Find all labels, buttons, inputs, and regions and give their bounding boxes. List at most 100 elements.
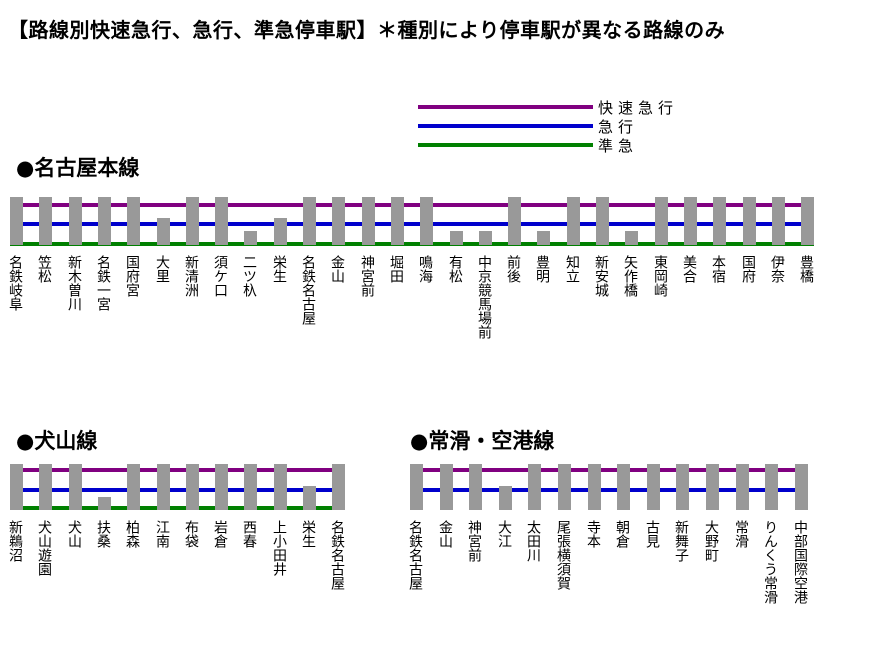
station-stop-bar (508, 197, 521, 245)
legend-swatch-express (418, 124, 593, 128)
station-name: 矢作橋 (622, 255, 638, 297)
station-name: 栄生 (300, 520, 316, 548)
station-name: 新安城 (593, 255, 609, 297)
station-stop-bar (69, 464, 82, 510)
station-name: 豊明 (534, 255, 550, 283)
station-name: 古見 (644, 520, 660, 548)
station-stop-bar (98, 197, 111, 245)
station-name: 上小田井 (271, 520, 287, 576)
station-stop-bar (625, 231, 638, 245)
station-name: 名鉄一宮 (95, 255, 111, 311)
station-name: 金山 (437, 520, 453, 548)
station-name: 中京競馬場前 (476, 255, 492, 339)
station-stop-bar (801, 197, 814, 245)
station-stop-bar (537, 231, 550, 245)
station-name: 神宮前 (466, 520, 482, 562)
station-name: 伊奈 (769, 255, 785, 283)
page-title: 【路線別快速急行、急行、準急停車駅】＊種別により停車駅が異なる路線のみ (8, 18, 726, 42)
legend-label-rapid-express: 快速急行 (598, 99, 679, 117)
station-stop-bar (127, 197, 140, 245)
station-name: 柏森 (124, 520, 140, 548)
station-name: 扶桑 (95, 520, 111, 548)
heading-tokoname-airport-line: ●常滑・空港線 (410, 429, 555, 453)
service-line-express (10, 488, 346, 492)
station-name: 東岡崎 (652, 255, 668, 297)
station-stop-bar (244, 231, 257, 245)
station-name: 豊橋 (798, 255, 814, 283)
station-name: 名鉄名古屋 (407, 520, 423, 590)
station-stop-bar (98, 497, 111, 510)
service-line-express (10, 222, 815, 226)
legend-swatch-rapid-express (418, 105, 593, 109)
legend-swatch-semi-express (418, 143, 593, 147)
station-stop-bar (676, 464, 689, 510)
station-stop-bar (765, 464, 778, 510)
station-stop-bar (743, 197, 756, 245)
station-stop-bar (10, 464, 23, 510)
station-stop-bar (795, 464, 808, 510)
station-name: 新清洲 (183, 255, 199, 297)
station-name: 有松 (447, 255, 463, 283)
station-name: 鳴海 (417, 255, 433, 283)
station-name: 大里 (154, 255, 170, 283)
station-stop-bar (479, 231, 492, 245)
service-line-rapid-express (410, 468, 808, 472)
station-name: 知立 (564, 255, 580, 283)
station-stop-bar (274, 218, 287, 245)
station-stop-bar (10, 197, 23, 245)
legend: 快速急行 急行 準急 (418, 97, 708, 155)
station-stop-bar (499, 486, 512, 510)
station-name: 常滑 (733, 520, 749, 548)
station-stop-bar (655, 197, 668, 245)
station-stop-bar (450, 231, 463, 245)
station-name: 名鉄名古屋 (300, 255, 316, 325)
station-stop-bar (391, 197, 404, 245)
station-stop-bar (596, 197, 609, 245)
station-stop-bar (647, 464, 660, 510)
station-name: 新舞子 (673, 520, 689, 562)
station-name: 栄生 (271, 255, 287, 283)
station-stop-bar (420, 197, 433, 245)
service-line-rapid-express (10, 203, 815, 207)
station-stop-bar (684, 197, 697, 245)
station-name: 江南 (154, 520, 170, 548)
station-name: 朝倉 (614, 520, 630, 548)
station-name: 布袋 (183, 520, 199, 548)
station-stop-bar (303, 197, 316, 245)
station-name: 新鵜沼 (7, 520, 23, 562)
station-stop-bar (127, 464, 140, 510)
station-name: 金山 (329, 255, 345, 283)
station-stop-bar (713, 197, 726, 245)
station-name: 国府宮 (124, 255, 140, 297)
legend-label-express: 急行 (598, 118, 639, 136)
station-stop-bar (469, 464, 482, 510)
line-diagram-inuyama-line: 新鵜沼犬山遊園犬山扶桑柏森江南布袋岩倉西春上小田井栄生名鉄名古屋 (7, 464, 352, 634)
service-line-semi-express (10, 506, 346, 510)
station-stop-bar (736, 464, 749, 510)
station-name: 笠松 (36, 255, 52, 283)
station-stop-bar (39, 197, 52, 245)
station-name: りんくう常滑 (762, 520, 778, 604)
station-stop-bar (706, 464, 719, 510)
line-diagram-tokoname-airport-line: 名鉄名古屋金山神宮前大江太田川尾張横須賀寺本朝倉古見新舞子大野町常滑りんくう常滑… (407, 464, 840, 654)
station-name: 大江 (496, 520, 512, 548)
station-stop-bar (274, 464, 287, 510)
station-name: 名鉄名古屋 (329, 520, 345, 590)
station-name: 本宿 (710, 255, 726, 283)
station-stop-bar (440, 464, 453, 510)
station-name: 犬山 (66, 520, 82, 548)
station-stop-bar (215, 464, 228, 510)
station-name: 太田川 (525, 520, 541, 562)
station-stop-bar (567, 197, 580, 245)
station-name: 新木曽川 (66, 255, 82, 311)
station-name: 堀田 (388, 255, 404, 283)
station-stop-bar (186, 464, 199, 510)
station-stop-bar (772, 197, 785, 245)
line-diagram-nagoya-main-line: 名鉄岐阜笠松新木曽川名鉄一宮国府宮大里新清洲須ケ口二ツ杁栄生名鉄名古屋金山神宮前… (7, 197, 868, 387)
station-stop-bar (244, 464, 257, 510)
heading-inuyama-line: ●犬山線 (16, 429, 98, 453)
heading-nagoya-main-line: ●名古屋本線 (16, 156, 140, 180)
station-stop-bar (558, 464, 571, 510)
station-stop-bar (303, 486, 316, 510)
station-name: 大野町 (703, 520, 719, 562)
